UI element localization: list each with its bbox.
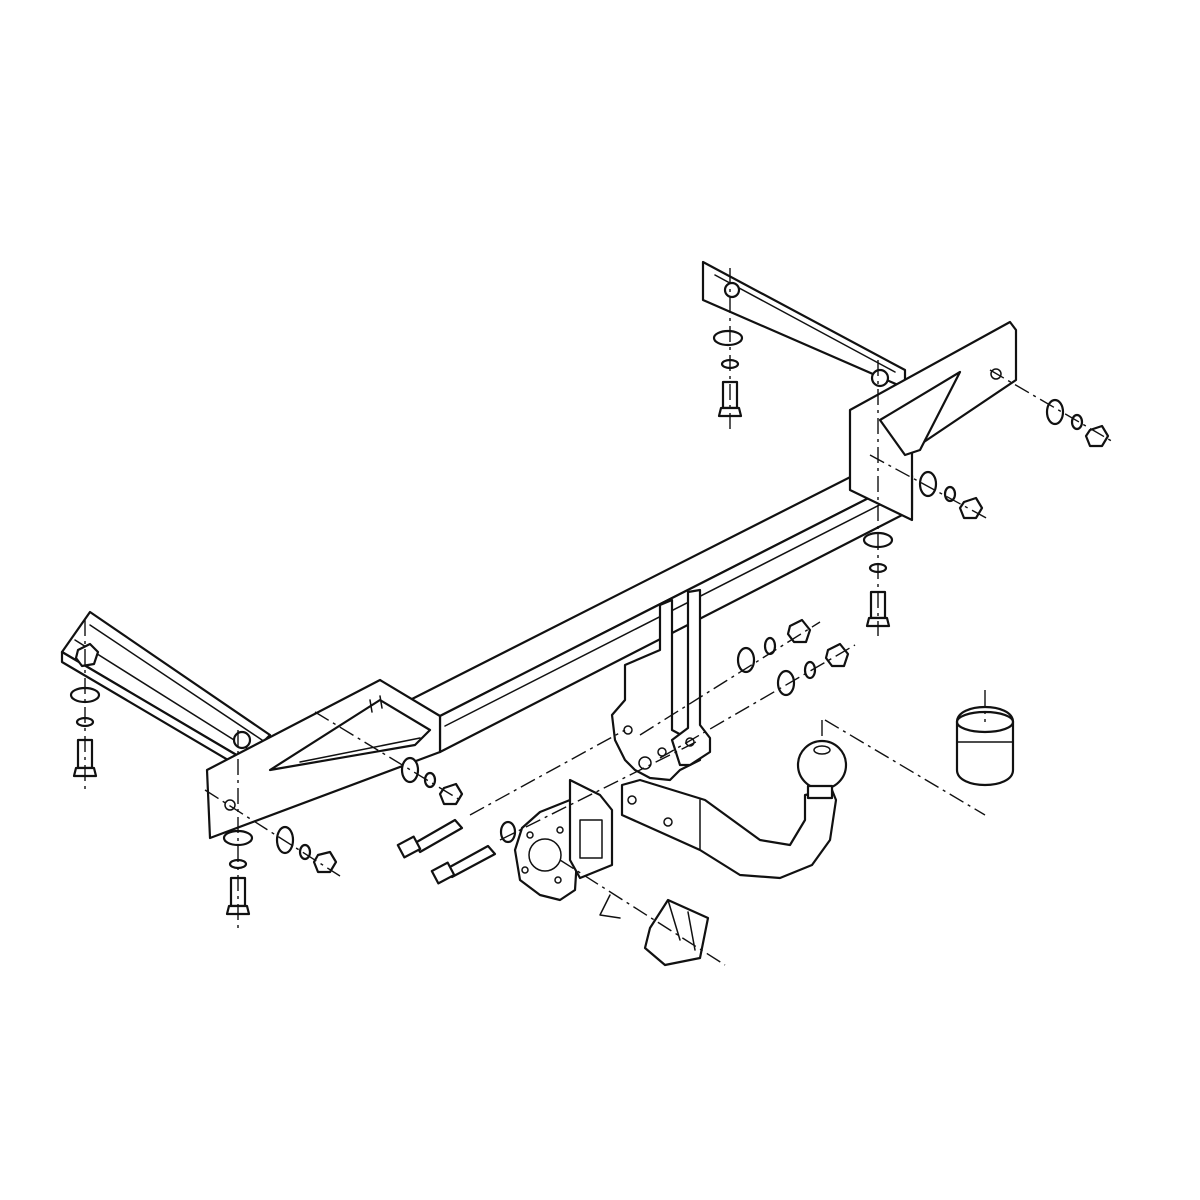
bolt-center-2 <box>430 844 497 885</box>
left-mounting-bracket <box>60 610 442 840</box>
electrical-socket-plate <box>513 778 614 902</box>
center-drop-plates <box>610 588 712 782</box>
assembly-axis-lines <box>84 268 1116 966</box>
wiring-connector <box>599 894 710 967</box>
washers <box>69 329 1084 870</box>
bolt-center-1 <box>396 818 464 859</box>
ball-cap <box>955 705 1015 787</box>
tow-ball-neck <box>620 739 848 880</box>
crossbar-tube <box>408 460 914 754</box>
right-mounting-bracket <box>701 260 1018 522</box>
